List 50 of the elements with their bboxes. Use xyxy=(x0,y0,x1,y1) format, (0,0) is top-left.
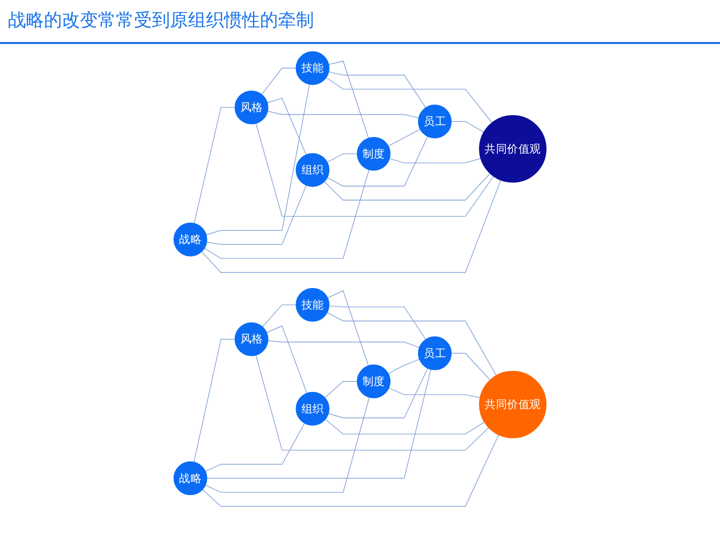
connector xyxy=(266,325,308,394)
node-circle: 战略 xyxy=(174,461,208,496)
connector xyxy=(267,110,420,118)
node-circle: 员工 xyxy=(418,104,452,138)
connector xyxy=(388,388,480,398)
node-circle: 组织 xyxy=(296,153,330,187)
node-circle: 员工 xyxy=(418,336,452,370)
connector xyxy=(194,107,236,224)
connector xyxy=(326,153,358,163)
node-circle: 组织 xyxy=(296,392,330,426)
connector xyxy=(327,290,369,366)
connector xyxy=(206,84,310,236)
connector xyxy=(324,381,358,398)
connector xyxy=(328,306,426,340)
title: 战略的改变常常受到原组织惯性的牵制 xyxy=(0,0,720,44)
connector xyxy=(450,121,484,133)
connector xyxy=(204,169,370,259)
node-circle: 战略 xyxy=(174,222,208,256)
connector xyxy=(388,358,420,374)
node-circle: 制度 xyxy=(356,136,391,171)
connector xyxy=(324,418,485,434)
connector xyxy=(326,312,497,376)
connector xyxy=(328,368,428,418)
node-circle: 共同价值观 xyxy=(479,115,546,183)
connector xyxy=(450,352,490,380)
connector xyxy=(206,368,432,479)
connector xyxy=(328,71,426,108)
connector xyxy=(268,340,420,348)
node-circle: 风格 xyxy=(234,322,268,356)
connector xyxy=(324,173,490,201)
connector xyxy=(389,158,482,164)
connector xyxy=(262,304,296,328)
connector xyxy=(266,98,306,156)
connector xyxy=(326,77,492,124)
connector xyxy=(205,396,370,493)
connector xyxy=(194,338,236,463)
connector xyxy=(202,434,500,507)
connector xyxy=(256,354,490,451)
connector xyxy=(328,60,369,138)
node-circle: 制度 xyxy=(356,364,391,398)
connector xyxy=(201,180,502,273)
connector xyxy=(206,184,307,245)
node-circle: 共同价值观 xyxy=(479,370,546,438)
connector xyxy=(256,123,494,217)
connector xyxy=(205,422,305,472)
node-circle: 技能 xyxy=(296,288,330,322)
connector xyxy=(388,128,421,146)
node-circle: 风格 xyxy=(234,90,268,124)
connector xyxy=(261,68,296,95)
node-circle: 技能 xyxy=(296,51,330,85)
